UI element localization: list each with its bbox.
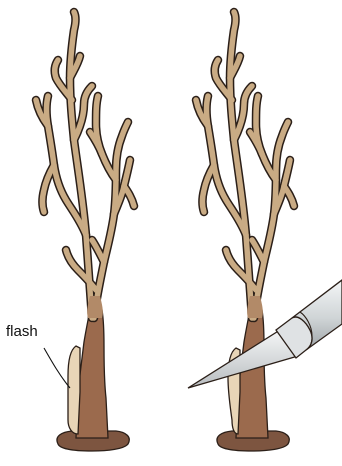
tree-after-trimming	[196, 12, 294, 451]
tree-before-trimming: flash	[6, 12, 134, 451]
flash-leader-line	[44, 348, 70, 388]
flash-fin	[68, 346, 80, 434]
flash-label: flash	[6, 323, 38, 340]
